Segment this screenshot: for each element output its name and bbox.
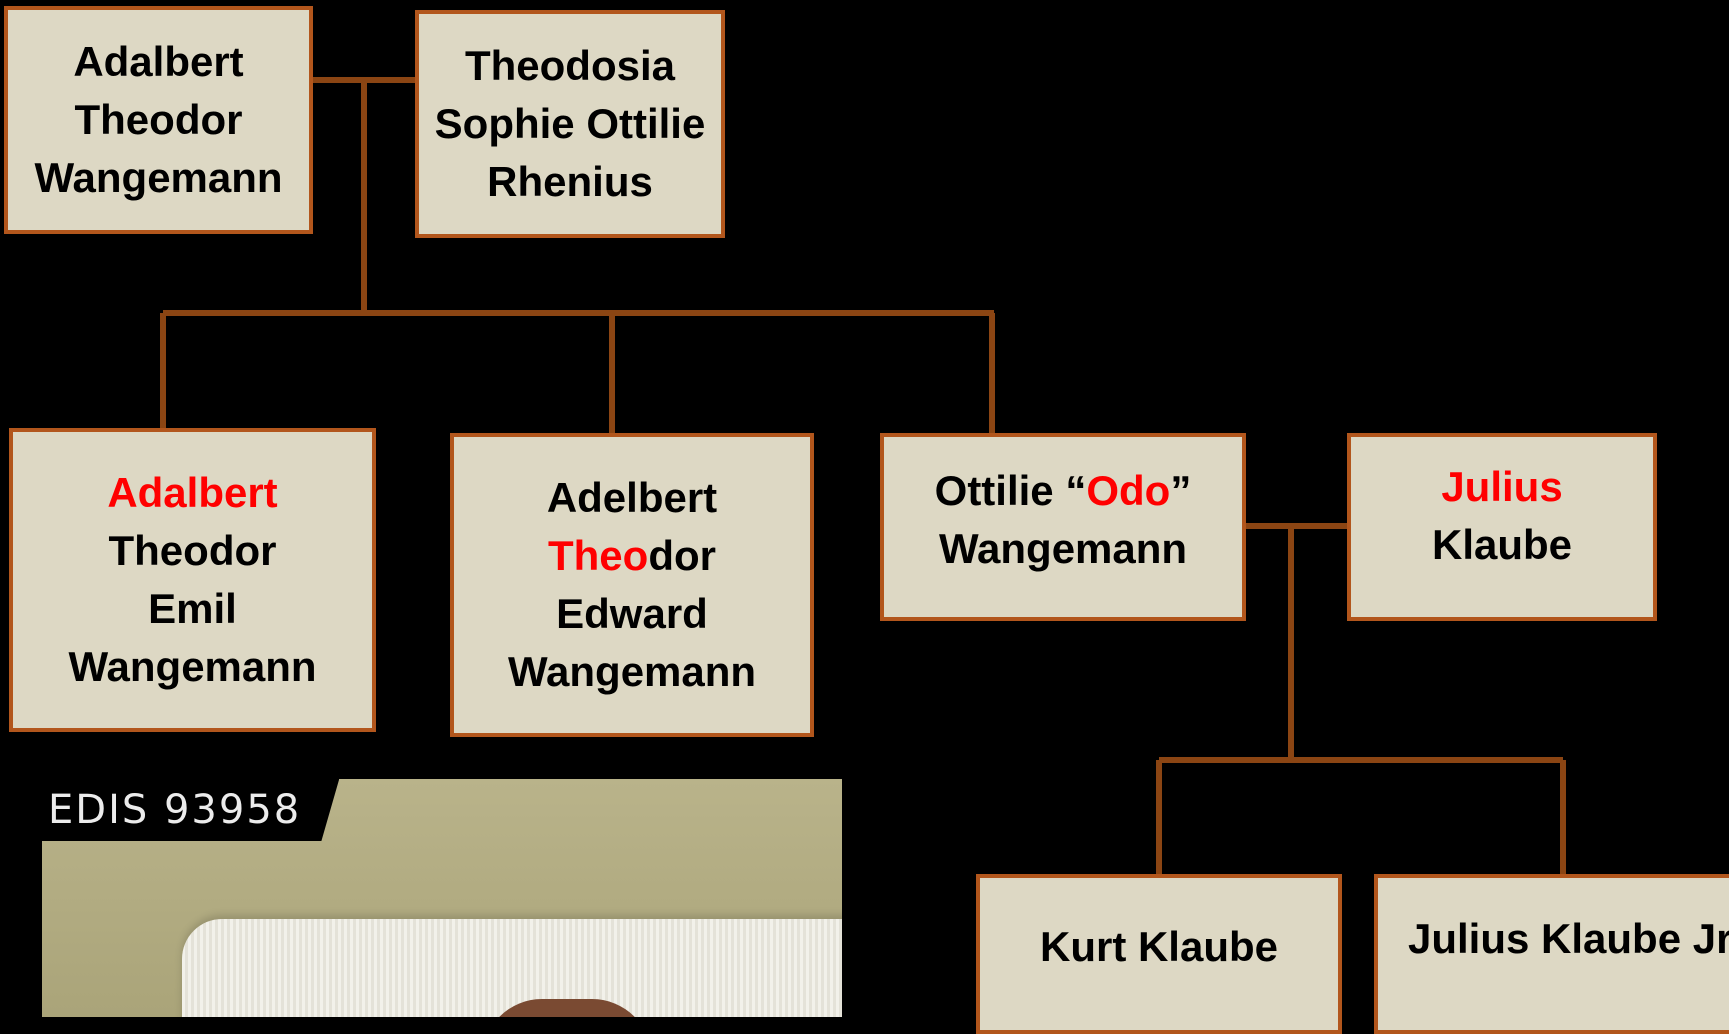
person-name-line: Sophie Ottilie (434, 100, 706, 147)
person-name-highlight: Adalbert (107, 469, 278, 516)
person-box-adelbert: Adelbert Theodor Edward Wangemann (450, 433, 814, 737)
photo-catalog-label: EDIS 93958 (42, 779, 340, 841)
person-box-julius-jr: Julius Klaube Jr. (1374, 874, 1729, 1034)
person-name-line: Ottilie “Odo” (935, 462, 1192, 520)
person-name-line: Kurt Klaube (1039, 923, 1278, 970)
person-name-fragment: Ottilie “ (934, 467, 1087, 514)
person-name-highlight: Odo (1086, 467, 1171, 514)
person-name-line: Theodor (548, 527, 716, 585)
person-box-julius: Julius Klaube (1347, 433, 1657, 621)
person-name-line: Julius Klaube Jr. (1408, 915, 1729, 962)
person-name-line: Rhenius (487, 158, 653, 205)
photo-cloth (182, 919, 842, 1017)
person-name-line: Wangemann (507, 648, 757, 695)
person-box-theodosia: Theodosia Sophie Ottilie Rhenius (415, 10, 725, 238)
artifact-photo: EDIS 93958 (42, 779, 842, 1017)
person-name-line: Theodor (108, 527, 277, 574)
person-name-highlight: Julius (1441, 463, 1563, 510)
person-name-fragment: dor (648, 532, 716, 579)
person-name-line: Wangemann (68, 643, 317, 690)
person-box-adalbert-jr: Adalbert Theodor Emil Wangemann (9, 428, 376, 732)
person-box-ottilie: Ottilie “Odo” Wangemann (880, 433, 1246, 621)
photo-artifact (482, 999, 652, 1017)
person-name-line: Theodor (74, 96, 243, 143)
person-name-line: Emil (148, 585, 237, 632)
person-name-highlight: Theo (548, 532, 649, 579)
person-name-line: Klaube (1431, 521, 1573, 568)
person-name-fragment: ” (1170, 467, 1192, 514)
person-box-adalbert-sr: Adalbert Theodor Wangemann (4, 6, 313, 234)
person-name-line: Edward (556, 590, 708, 637)
person-name-line: Theodosia (464, 42, 676, 89)
person-name-line: Adalbert (73, 38, 244, 85)
person-name-line: Adelbert (546, 474, 718, 521)
person-name-line: Wangemann (34, 154, 283, 201)
person-name-line: Wangemann (938, 525, 1188, 572)
person-box-kurt: Kurt Klaube (976, 874, 1342, 1034)
